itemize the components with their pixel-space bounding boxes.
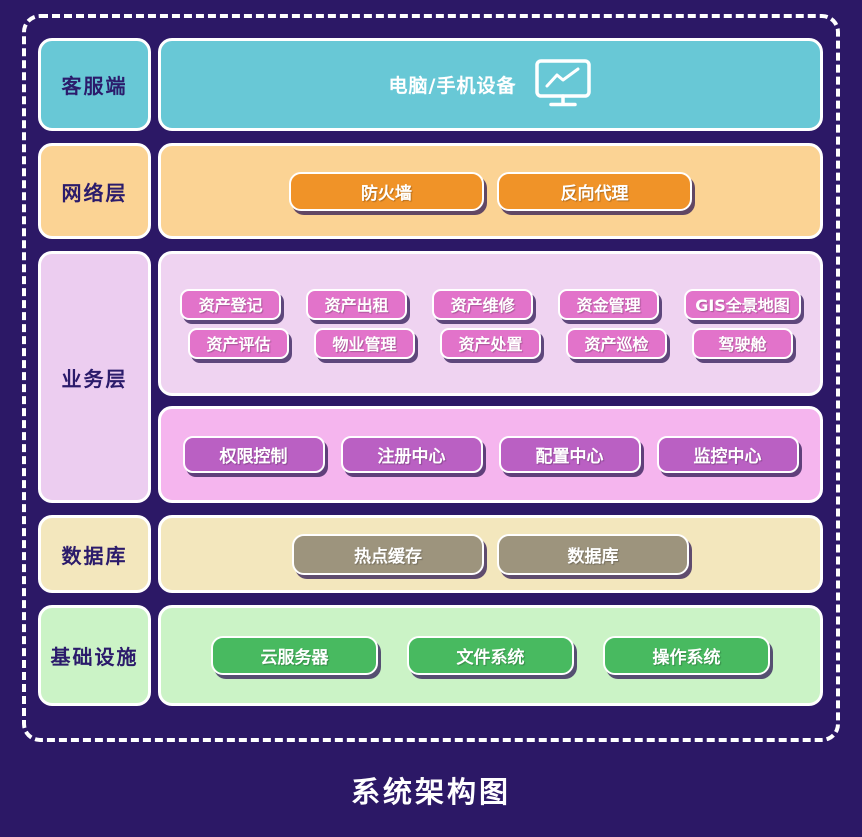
layer-database: 数据库 热点缓存 数据库 bbox=[38, 515, 823, 593]
client-device-node: 电脑/手机设备 bbox=[389, 58, 593, 112]
infrastructure-nodes: 云服务器 文件系统 操作系统 bbox=[211, 636, 770, 675]
asset-appraisal-node: 资产评估 bbox=[188, 327, 289, 359]
monitor-chart-icon bbox=[534, 58, 592, 112]
business-apps-row-2: 资产评估 物业管理 资产处置 资产巡检 驾驶舱 bbox=[161, 327, 820, 359]
layer-database-content: 热点缓存 数据库 bbox=[158, 515, 823, 593]
layer-network: 网络层 防火墙 反向代理 bbox=[38, 143, 823, 239]
registry-center-node: 注册中心 bbox=[340, 436, 483, 473]
asset-maintenance-node: 资产维修 bbox=[432, 288, 534, 320]
business-apps-panel: 资产登记 资产出租 资产维修 资金管理 GIS全景地图 资产评估 物业管理 资产… bbox=[158, 251, 823, 396]
permission-control-node: 权限控制 bbox=[182, 436, 325, 473]
file-system-node: 文件系统 bbox=[407, 636, 574, 675]
reverse-proxy-node: 反向代理 bbox=[497, 171, 692, 211]
diagram-title: 系统架构图 bbox=[350, 775, 511, 809]
cloud-server-node: 云服务器 bbox=[211, 636, 378, 675]
operating-system-node: 操作系统 bbox=[603, 636, 770, 675]
config-center-node: 配置中心 bbox=[498, 436, 641, 473]
layer-network-label: 网络层 bbox=[38, 143, 151, 239]
hot-cache-node: 热点缓存 bbox=[292, 533, 484, 575]
layer-business: 业务层 资产登记 资产出租 资产维修 资金管理 GIS全景地图 资产评估 物业管… bbox=[38, 251, 823, 503]
layer-infrastructure-label: 基础设施 bbox=[38, 605, 151, 706]
network-nodes: 防火墙 反向代理 bbox=[289, 171, 692, 211]
architecture-diagram-frame: 客服端 电脑/手机设备 网络层 防火墙 反向代理 bbox=[22, 14, 840, 742]
monitoring-center-node: 监控中心 bbox=[656, 436, 799, 473]
business-services-panel: 权限控制 注册中心 配置中心 监控中心 bbox=[158, 406, 823, 503]
layer-business-label: 业务层 bbox=[38, 251, 151, 503]
fund-management-node: 资金管理 bbox=[558, 288, 660, 320]
layer-client-content: 电脑/手机设备 bbox=[158, 38, 823, 131]
firewall-node: 防火墙 bbox=[289, 171, 484, 211]
asset-rental-node: 资产出租 bbox=[306, 288, 408, 320]
layer-client: 客服端 电脑/手机设备 bbox=[38, 38, 823, 131]
layer-infrastructure-content: 云服务器 文件系统 操作系统 bbox=[158, 605, 823, 706]
asset-disposal-node: 资产处置 bbox=[440, 327, 541, 359]
database-node: 数据库 bbox=[497, 533, 689, 575]
layer-network-content: 防火墙 反向代理 bbox=[158, 143, 823, 239]
cockpit-node: 驾驶舱 bbox=[692, 327, 793, 359]
layer-client-label: 客服端 bbox=[38, 38, 151, 131]
database-nodes: 热点缓存 数据库 bbox=[292, 533, 689, 575]
client-device-label: 电脑/手机设备 bbox=[388, 75, 517, 97]
business-panels: 资产登记 资产出租 资产维修 资金管理 GIS全景地图 资产评估 物业管理 资产… bbox=[158, 251, 823, 503]
business-apps-row-1: 资产登记 资产出租 资产维修 资金管理 GIS全景地图 bbox=[161, 288, 820, 320]
gis-panorama-map-node: GIS全景地图 bbox=[684, 288, 801, 320]
layer-database-label: 数据库 bbox=[38, 515, 151, 593]
layer-infrastructure: 基础设施 云服务器 文件系统 操作系统 bbox=[38, 605, 823, 706]
asset-registration-node: 资产登记 bbox=[180, 288, 282, 320]
property-management-node: 物业管理 bbox=[314, 327, 415, 359]
asset-inspection-node: 资产巡检 bbox=[566, 327, 667, 359]
